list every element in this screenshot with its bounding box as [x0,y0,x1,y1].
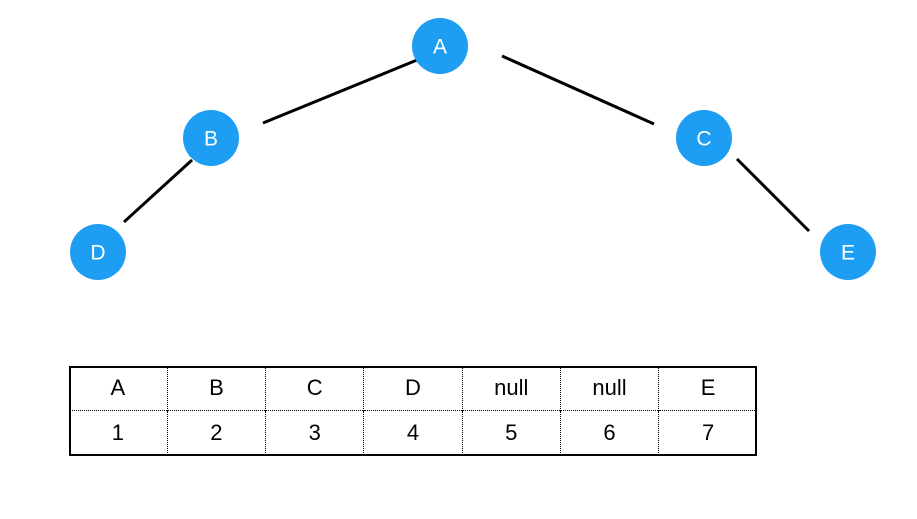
node-circle-d[interactable] [70,224,126,280]
node-label-e: E [841,242,855,265]
tree-edge-b-a [262,58,418,125]
table-cell-index-5: 6 [559,410,660,455]
table-cell-value-2: C [265,366,365,411]
table-cell-index-0: 1 [69,410,168,455]
table-row-indices: 1 2 3 4 5 6 7 [69,410,757,455]
table-cell-value-3: D [363,366,463,411]
node-circle-a[interactable] [412,18,468,74]
table-cell-index-2: 3 [265,410,365,455]
node-circle-e[interactable] [820,224,876,280]
node-label-d: D [90,242,105,265]
table-cell-index-6: 7 [658,410,757,455]
tree-node-d[interactable]: D [70,224,126,280]
table-cell-value-0: A [69,366,168,411]
table-cell-index-1: 2 [166,410,267,455]
node-circle-c[interactable] [676,110,732,166]
node-circle-b[interactable] [183,110,239,166]
node-label-c: C [696,128,711,151]
table-cell-value-5: null [559,366,660,411]
tree-node-b[interactable]: B [183,110,239,166]
table-cell-value-1: B [166,366,267,411]
node-label-b: B [204,128,218,151]
array-representation-table: A B C D null null E 1 2 3 4 5 6 7 [69,366,757,455]
table-cell-value-6: E [658,366,757,411]
tree-edge-a-c [501,54,655,126]
table-cell-index-4: 5 [461,410,561,455]
node-label-a: A [433,36,447,59]
tree-edge-c-e [735,157,811,233]
binary-tree-graphic: A B C D E [70,18,876,280]
tree-node-a[interactable]: A [412,18,468,74]
tree-edge-d-b [122,158,194,224]
table-row-values: A B C D null null E [69,366,757,411]
table-cell-value-4: null [461,366,561,411]
tree-node-c[interactable]: C [676,110,732,166]
tree-edges [122,54,811,233]
tree-node-e[interactable]: E [820,224,876,280]
table-cell-index-3: 4 [363,410,463,455]
